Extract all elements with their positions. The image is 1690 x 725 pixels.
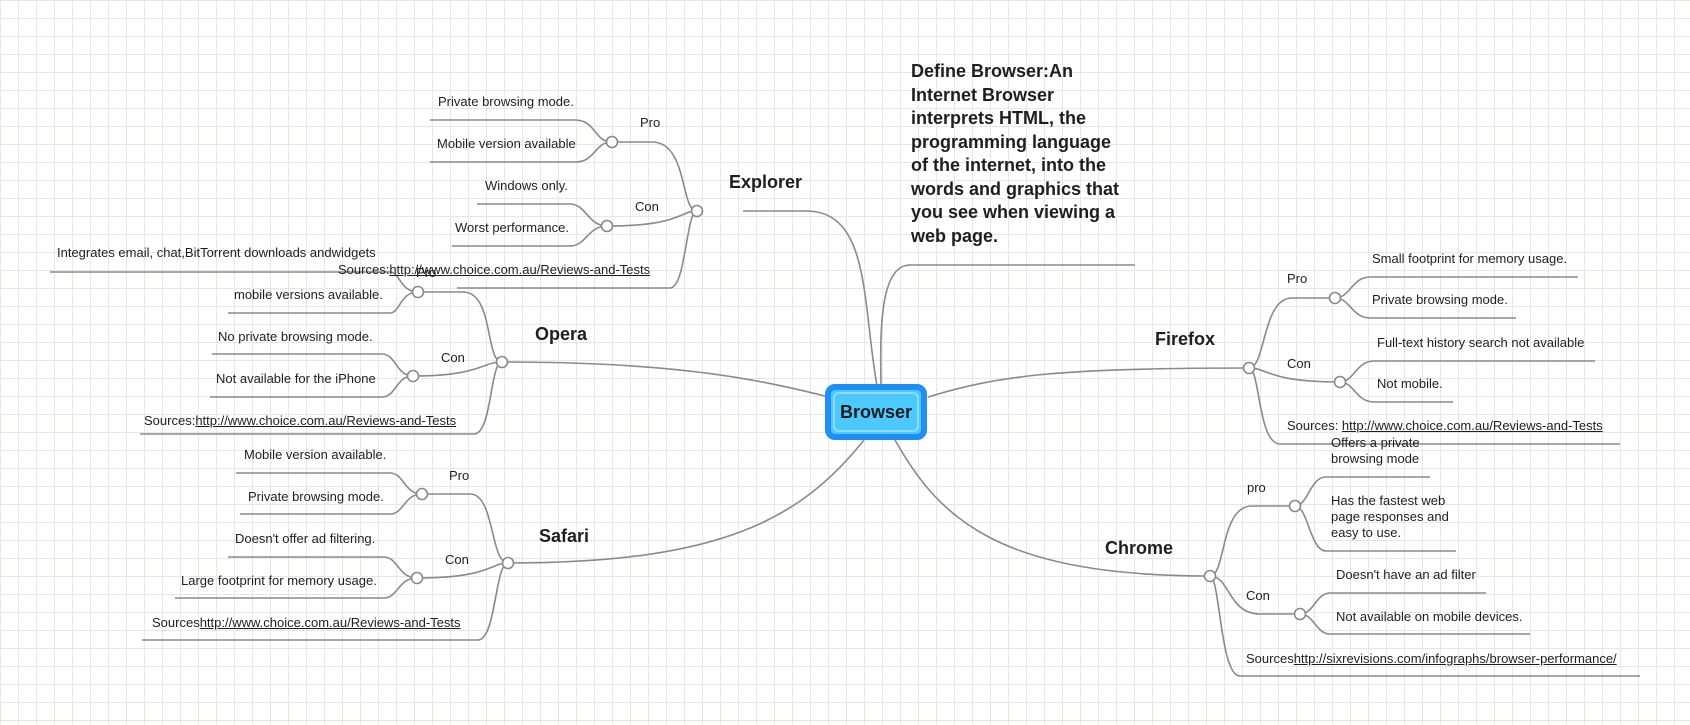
definition-note[interactable]: Define Browser:An Internet Browser inter… (911, 61, 1120, 246)
opera-con-junction (406, 369, 420, 383)
opera-sources[interactable]: Sources:http://www.choice.com.au/Reviews… (144, 413, 456, 429)
safari-sources-link[interactable]: http://www.choice.com.au/Reviews-and-Tes… (199, 615, 461, 630)
safari-sources[interactable]: Sourceshttp://www.choice.com.au/Reviews-… (152, 615, 461, 631)
firefox-con-junction (1333, 375, 1347, 389)
firefox-pro-item[interactable]: Private browsing mode. (1372, 292, 1508, 307)
opera-pro-junction (411, 285, 425, 299)
explorer-sources-link[interactable]: http://www.choice.com.au/Reviews-and-Tes… (389, 262, 651, 277)
opera-sources-link[interactable]: http://www.choice.com.au/Reviews-and-Tes… (195, 413, 457, 428)
chrome-con-label[interactable]: Con (1246, 588, 1270, 603)
firefox-sources-link[interactable]: http://www.choice.com.au/Reviews-and-Tes… (1341, 418, 1603, 433)
chrome-sources-label: Sources (1246, 651, 1294, 666)
chrome-pro-junction (1288, 499, 1302, 513)
opera-con-item[interactable]: No private browsing mode. (218, 329, 373, 344)
firefox-con-item[interactable]: Full-text history search not available (1377, 335, 1585, 350)
chrome-pro-item[interactable]: Has the fastest web page responses and e… (1331, 493, 1449, 540)
firefox-pro-item[interactable]: Small footprint for memory usage. (1372, 251, 1568, 266)
safari-con-junction (410, 571, 424, 585)
safari-pro-item[interactable]: Private browsing mode. (248, 489, 384, 504)
safari-junction (501, 556, 515, 570)
opera-junction (495, 355, 509, 369)
safari-pro-label[interactable]: Pro (449, 468, 470, 483)
chrome-sources[interactable]: Sourceshttp://sixrevisions.com/infograph… (1246, 651, 1617, 667)
explorer-con-item[interactable]: Worst performance. (455, 220, 569, 235)
safari-pro-item[interactable]: Mobile version available. (244, 447, 387, 462)
central-topic-label: Browser (839, 401, 913, 422)
safari-pro-junction (415, 487, 429, 501)
topic-safari[interactable]: Safari (539, 526, 590, 546)
firefox-pro-junction (1328, 291, 1342, 305)
firefox-junction (1242, 361, 1256, 375)
opera-con-label[interactable]: Con (441, 350, 465, 365)
opera-con-item[interactable]: Not available for the iPhone (216, 371, 376, 386)
explorer-sources-label: Sources: (338, 262, 390, 277)
explorer-pro-item[interactable]: Private browsing mode. (438, 94, 574, 109)
explorer-sources[interactable]: Sources:http://www.choice.com.au/Reviews… (338, 262, 650, 278)
chrome-pro-label[interactable]: pro (1247, 480, 1266, 495)
opera-pro-label[interactable]: Pro (416, 265, 437, 280)
safari-con-label[interactable]: Con (445, 552, 469, 567)
opera-sources-label: Sources: (144, 413, 196, 428)
chrome-con-item[interactable]: Doesn't have an ad filter (1336, 567, 1476, 582)
firefox-sources-label: Sources: (1287, 418, 1342, 433)
central-topic-browser[interactable]: Browser (825, 384, 927, 440)
topic-explorer[interactable]: Explorer (729, 172, 803, 192)
opera-pro-item[interactable]: Integrates email, chat,BitTorrent downlo… (57, 245, 376, 260)
firefox-pro-label[interactable]: Pro (1287, 271, 1308, 286)
chrome-con-item[interactable]: Not available on mobile devices. (1336, 609, 1523, 624)
firefox-con-label[interactable]: Con (1287, 356, 1311, 371)
topic-opera[interactable]: Opera (535, 324, 588, 344)
chrome-pro-item[interactable]: Offers a private browsing mode (1331, 435, 1420, 466)
explorer-con-junction (600, 219, 614, 233)
topic-firefox[interactable]: Firefox (1155, 329, 1216, 349)
explorer-con-item[interactable]: Windows only. (485, 178, 568, 193)
chrome-sources-link[interactable]: http://sixrevisions.com/infographs/brows… (1293, 651, 1617, 666)
opera-pro-item[interactable]: mobile versions available. (234, 287, 383, 302)
chrome-con-junction (1293, 607, 1307, 621)
safari-con-item[interactable]: Large footprint for memory usage. (181, 573, 377, 588)
chrome-junction (1203, 569, 1217, 583)
topic-chrome[interactable]: Chrome (1105, 538, 1174, 558)
firefox-sources[interactable]: Sources: http://www.choice.com.au/Review… (1287, 418, 1603, 434)
explorer-pro-junction (605, 135, 619, 149)
explorer-pro-label[interactable]: Pro (640, 115, 661, 130)
explorer-junction (690, 204, 704, 218)
safari-sources-label: Sources (152, 615, 200, 630)
safari-con-item[interactable]: Doesn't offer ad filtering. (235, 531, 376, 546)
explorer-pro-item[interactable]: Mobile version available (437, 136, 576, 151)
explorer-con-label[interactable]: Con (635, 199, 659, 214)
firefox-con-item[interactable]: Not mobile. (1377, 376, 1443, 391)
